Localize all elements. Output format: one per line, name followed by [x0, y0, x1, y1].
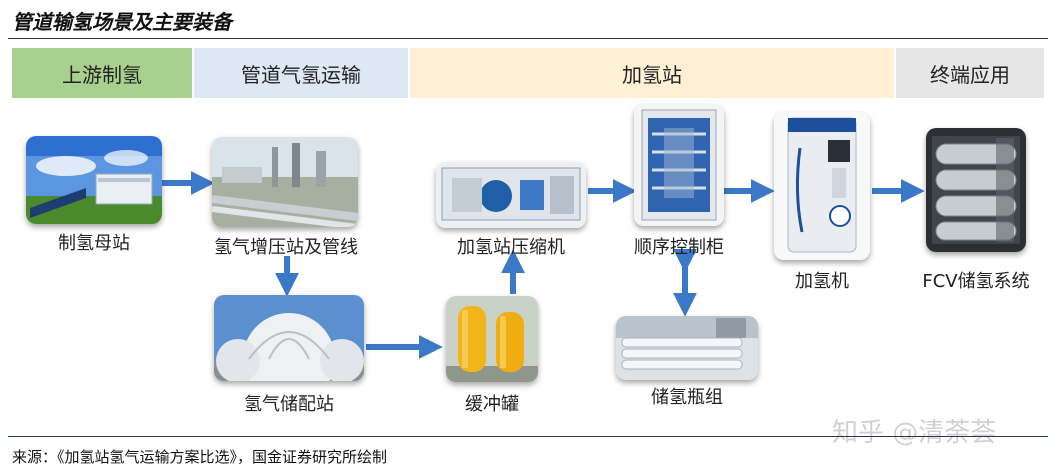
fcv-system-image	[926, 128, 1026, 252]
production-station-image	[26, 136, 162, 224]
compressor-image	[436, 162, 586, 228]
stage-station: 加氢站	[410, 48, 894, 98]
watermark: 知乎 @清荼荟	[832, 418, 997, 448]
stage-upstream: 上游制氢	[12, 48, 192, 98]
dispenser-label: 加氢机	[795, 271, 849, 292]
source-note: 来源：《加氢站氢气运输方案比选》，国金证券研究所绘制	[12, 448, 388, 466]
stage-pipeline: 管道气氢运输	[194, 48, 408, 98]
dispenser-image	[774, 112, 870, 260]
distribution-station-image	[214, 295, 364, 381]
pipeline-station-image	[212, 137, 358, 227]
buffer-tank-image	[446, 296, 538, 382]
pipeline-station-label: 氢气增压站及管线	[214, 237, 358, 258]
compressor-label: 加氢站压缩机	[457, 237, 565, 258]
control-cabinet-label: 顺序控制柜	[634, 237, 724, 258]
buffer-tank-label: 缓冲罐	[465, 394, 519, 415]
title-divider	[8, 38, 1048, 39]
control-cabinet-image	[634, 104, 724, 226]
distribution-station-label: 氢气储配站	[244, 394, 334, 415]
storage-cylinders-image	[616, 316, 758, 380]
storage-cylinders-label: 储氢瓶组	[651, 387, 723, 408]
stage-terminal: 终端应用	[896, 48, 1044, 98]
source-divider	[8, 436, 1048, 437]
production-station-label: 制氢母站	[58, 233, 130, 254]
figure-title: 管道输氢场景及主要装备	[12, 10, 232, 34]
fcv-system-label: FCV储氢系统	[922, 271, 1030, 292]
